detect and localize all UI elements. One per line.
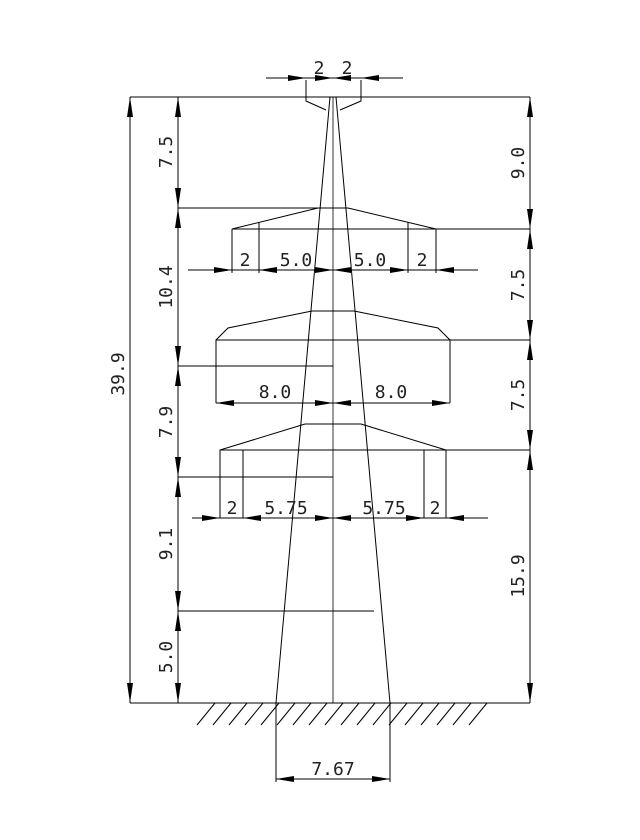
crossarm-1 bbox=[231, 207, 437, 230]
dimension-lines bbox=[129, 77, 531, 780]
dim-label-left-3: 7.9 bbox=[156, 406, 177, 439]
dim-label-arm1-left-inner: 5.0 bbox=[280, 250, 313, 271]
tower-peak bbox=[339, 97, 362, 111]
dim-label-left-2: 10.4 bbox=[156, 265, 177, 308]
crossarm-2 bbox=[353, 310, 451, 403]
tower-leg-left bbox=[275, 96, 331, 704]
dim-label-right-1: 9.0 bbox=[508, 147, 529, 180]
arrowheads bbox=[127, 75, 533, 782]
dim-label-arm3-right-inner: 5.75 bbox=[362, 498, 405, 519]
dim-label-left-1: 7.5 bbox=[156, 136, 177, 169]
dim-label-arm2-left: 8.0 bbox=[259, 382, 292, 403]
extension-lines bbox=[130, 80, 530, 782]
dim-label-arm1-right-outer: 2 bbox=[417, 250, 428, 271]
dim-label-base-width: 7.67 bbox=[311, 759, 354, 780]
dim-label-left-5: 5.0 bbox=[156, 641, 177, 674]
tower-leg-right bbox=[335, 96, 391, 704]
dim-label-right-3: 7.5 bbox=[508, 379, 529, 412]
dim-label-arm1-left-outer: 2 bbox=[240, 250, 251, 271]
dim-label-arm3-left-inner: 5.75 bbox=[264, 498, 307, 519]
tower-structure bbox=[215, 96, 451, 704]
dim-label-arm1-right-inner: 5.0 bbox=[354, 250, 387, 271]
dim-label-arm3-left-outer: 2 bbox=[227, 498, 238, 519]
dimension-labels: 2 2 39.9 7.5 10.4 7.9 9.1 5.0 9.0 7.5 7.… bbox=[108, 58, 529, 780]
dim-label-arm2-right: 8.0 bbox=[375, 382, 408, 403]
tower-peak bbox=[305, 97, 327, 111]
dim-label-right-4: 15.9 bbox=[508, 554, 529, 597]
ground bbox=[130, 702, 530, 726]
dim-label-top-right: 2 bbox=[342, 58, 353, 79]
dim-label-total-height: 39.9 bbox=[108, 352, 129, 395]
crossarm-2 bbox=[215, 310, 313, 403]
dim-label-right-2: 7.5 bbox=[508, 269, 529, 302]
dim-label-left-4: 9.1 bbox=[156, 528, 177, 561]
dim-label-arm3-right-outer: 2 bbox=[430, 498, 441, 519]
ground-hatch bbox=[196, 702, 488, 726]
dim-label-top-left: 2 bbox=[314, 58, 325, 79]
